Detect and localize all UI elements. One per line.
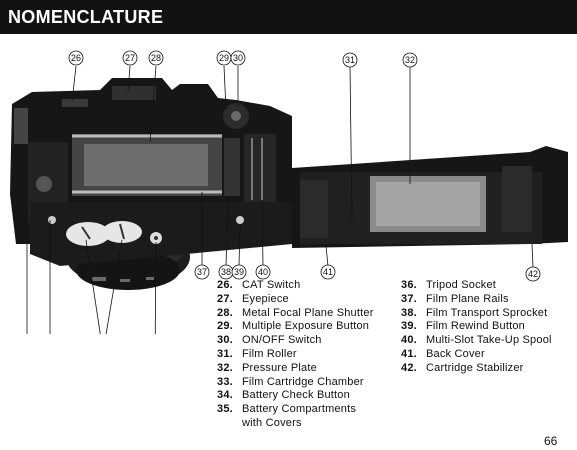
legend-label: Film Cartridge Chamber (242, 375, 364, 388)
legend-label: Film Roller (242, 347, 297, 360)
legend-label: Eyepiece (242, 292, 289, 305)
callout-39: 39 (231, 264, 247, 280)
legend-item-39: 39. Film Rewind Button (401, 320, 552, 334)
legend-label: Film Transport Sprocket (426, 306, 548, 319)
legend-item-31: 31. Film Roller (217, 348, 374, 362)
callout-37: 37 (194, 264, 210, 280)
leader-lines (26, 65, 534, 334)
legend-item-42: 42. Cartridge Stabilizer (401, 362, 552, 376)
callout-40: 40 (255, 264, 271, 280)
legend-number: 35. (217, 403, 233, 416)
legend-item-35: 35. Battery Compartments with Covers (217, 403, 374, 431)
svg-text:41: 41 (323, 267, 333, 277)
legend-number: 38. (401, 306, 417, 319)
legend-number: 42. (401, 361, 417, 374)
callout-38: 38 (218, 264, 234, 280)
svg-text:39: 39 (234, 267, 244, 277)
legend-label: Back Cover (426, 347, 485, 360)
legend-item-38: 38. Film Transport Sprocket (401, 307, 552, 321)
legend-number: 28. (217, 306, 233, 319)
legend-label: Battery Compartments with Covers (242, 403, 357, 429)
legend-number: 39. (401, 320, 417, 333)
legend-right-column: 36. Tripod Socket 37. Film Plane Rails 38.… (401, 279, 552, 376)
callout-26: 26 (68, 50, 84, 66)
legend-number: 33. (217, 375, 233, 388)
legend-label: Metal Focal Plane Shutter (242, 306, 374, 319)
page-number: 66 (544, 434, 558, 448)
header-bar: NOMENCLATURE (0, 0, 577, 34)
legend-number: 32. (217, 361, 233, 374)
legend-item-30: 30. ON/OFF Switch (217, 334, 374, 348)
legend-left-column: 26. CAT Switch 27. Eyepiece 28. Metal Focal… (217, 279, 374, 431)
legend-number: 26. (217, 279, 233, 291)
legend-item-26: 26. CAT Switch (217, 279, 374, 293)
svg-text:38: 38 (221, 267, 231, 277)
legend-label: Cartridge Stabilizer (426, 361, 524, 374)
legend-number: 31. (217, 347, 233, 360)
callout-30: 30 (230, 50, 246, 66)
callout-31: 31 (342, 52, 358, 68)
legend-item-40: 40. Multi-Slot Take-Up Spool (401, 334, 552, 348)
legend-label: Pressure Plate (242, 361, 317, 374)
legend-item-29: 29. Multiple Exposure Button (217, 320, 374, 334)
legend-label: CAT Switch (242, 279, 301, 291)
legend-label: Multi-Slot Take-Up Spool (426, 334, 552, 347)
legend-label: Multiple Exposure Button (242, 320, 370, 333)
callout-27: 27 (122, 50, 138, 66)
legend-number: 37. (401, 292, 417, 305)
legend-label: ON/OFF Switch (242, 334, 322, 347)
legend-number: 29. (217, 320, 233, 333)
legend-item-37: 37. Film Plane Rails (401, 293, 552, 307)
svg-text:37: 37 (197, 267, 207, 277)
legend-item-33: 33. Film Cartridge Chamber (217, 376, 374, 390)
legend-number: 36. (401, 279, 417, 291)
legend-number: 27. (217, 292, 233, 305)
callout-28: 28 (148, 50, 164, 66)
callout-32: 32 (402, 52, 418, 68)
svg-text:26: 26 (71, 53, 81, 63)
legend-item-28: 28. Metal Focal Plane Shutter (217, 307, 374, 321)
legend-label: Tripod Socket (426, 279, 497, 291)
svg-text:40: 40 (258, 267, 268, 277)
legend-item-34: 34. Battery Check Button (217, 389, 374, 403)
legend-item-27: 27. Eyepiece (217, 293, 374, 307)
legend-label: Film Rewind Button (426, 320, 525, 333)
svg-text:29: 29 (219, 53, 229, 63)
legend-label: Film Plane Rails (426, 292, 509, 305)
camera-photo: 26 27 28 29 30 31 32 33 34 35 36 37 38 3… (10, 50, 568, 334)
page-title: NOMENCLATURE (8, 7, 164, 27)
legend-item-36: 36. Tripod Socket (401, 279, 552, 293)
legend-number: 41. (401, 347, 417, 360)
legend-number: 40. (401, 334, 417, 347)
callout-41: 41 (320, 264, 336, 280)
legend-label: Battery Check Button (242, 389, 350, 402)
legend-number: 34. (217, 389, 233, 402)
callout-29: 29 (216, 50, 232, 66)
legend-item-32: 32. Pressure Plate (217, 362, 374, 376)
callout-42: 42 (525, 266, 541, 282)
svg-text:32: 32 (405, 55, 415, 65)
svg-text:28: 28 (151, 53, 161, 63)
svg-text:30: 30 (233, 53, 243, 63)
camera-body-illustration (10, 78, 292, 266)
svg-text:31: 31 (345, 55, 355, 65)
legend-number: 30. (217, 334, 233, 347)
svg-text:42: 42 (528, 269, 538, 279)
svg-text:27: 27 (125, 53, 135, 63)
legend-item-41: 41. Back Cover (401, 348, 552, 362)
back-cover-illustration (292, 146, 568, 248)
